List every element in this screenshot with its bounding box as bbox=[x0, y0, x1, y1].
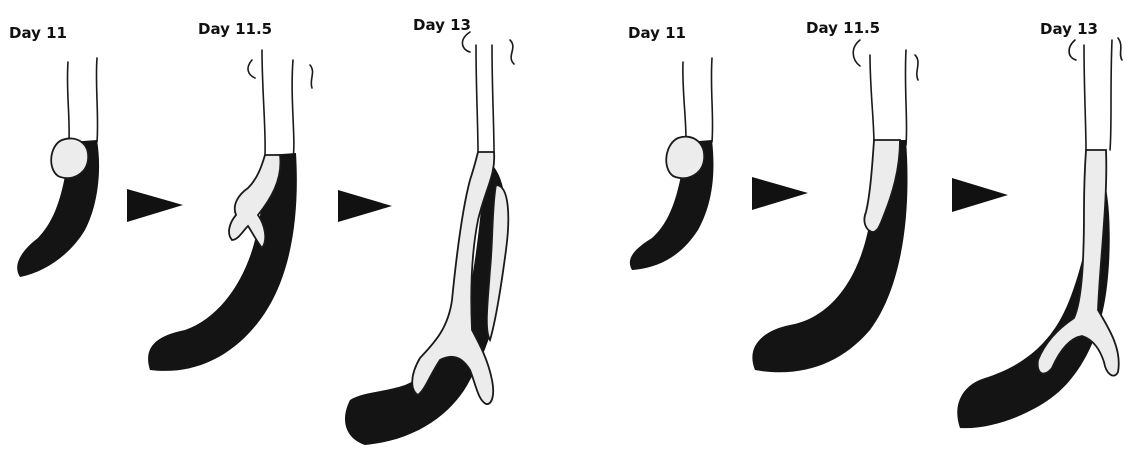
label-day13-right: Day 13 bbox=[1040, 20, 1098, 38]
label-day11-left: Day 11 bbox=[9, 24, 67, 42]
stage-arrow-icon bbox=[752, 177, 808, 210]
embryo-gut-day11-right bbox=[630, 58, 714, 270]
stage-arrow-icon bbox=[338, 190, 392, 222]
embryo-gut-day13-left bbox=[345, 32, 514, 445]
stage-arrow-icon bbox=[127, 189, 183, 222]
embryo-gut-day11-5-left bbox=[148, 50, 312, 371]
label-day13-left: Day 13 bbox=[413, 16, 471, 34]
label-day11-right: Day 11 bbox=[628, 24, 686, 42]
stage-arrow-icon bbox=[952, 178, 1008, 212]
embryo-gut-day11-left bbox=[17, 58, 99, 277]
embryo-gut-day13-right bbox=[957, 38, 1122, 428]
embryo-gut-day11-5-right bbox=[752, 40, 918, 372]
label-day11-5-left: Day 11.5 bbox=[198, 20, 272, 38]
label-day11-5-right: Day 11.5 bbox=[806, 19, 880, 37]
